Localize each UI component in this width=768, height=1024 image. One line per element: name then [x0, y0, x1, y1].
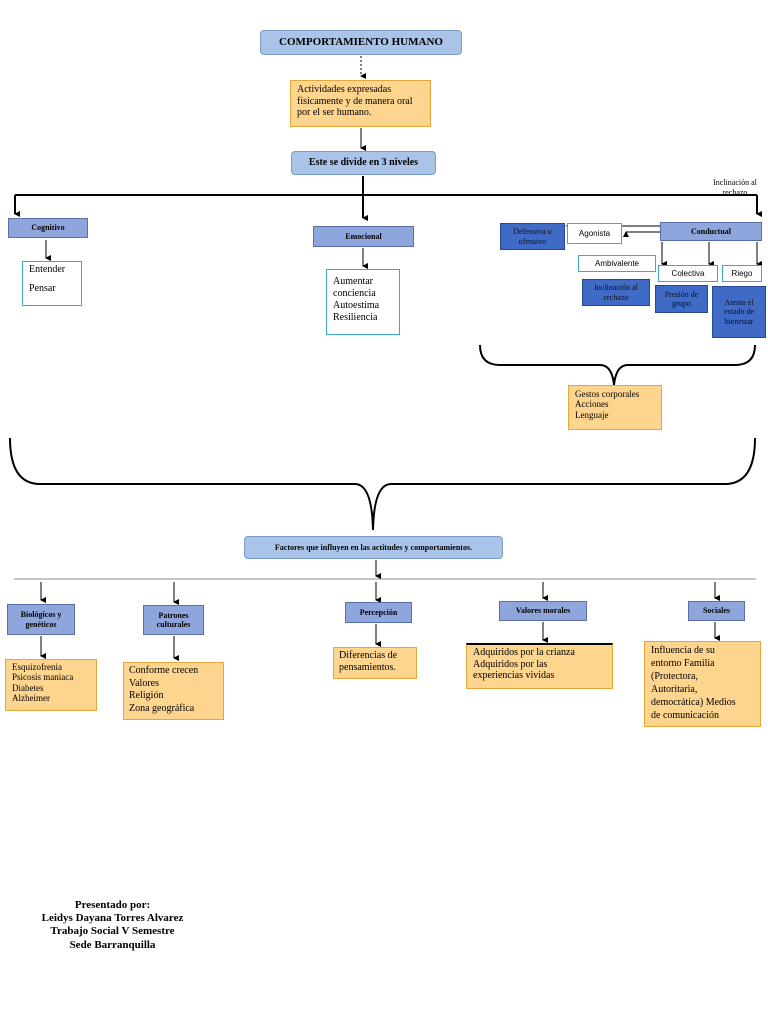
factor-item: Religión	[129, 690, 164, 701]
factor-item: Psicosis maniaca	[12, 672, 74, 683]
factor-item: pensamientos.	[339, 661, 396, 673]
factores-text: Factores que influyen en las actitudes y…	[274, 542, 473, 552]
expresiones-node: Gestos corporales Acciones Lenguaje	[568, 385, 662, 430]
emocional-item: conciencia	[333, 288, 376, 299]
factor-sociales-node: Sociales	[688, 601, 745, 621]
factor-item: Adquiridos por la crianza	[473, 647, 575, 658]
factor-item: Diabetes	[12, 682, 44, 693]
inclinacion-note: Inclinación al rechazo	[706, 178, 764, 197]
factor-percepcion-items: Diferencias de pensamientos.	[333, 647, 417, 679]
title-text: COMPORTAMIENTO HUMANO	[279, 36, 443, 49]
emocional-item: Aumentar	[333, 276, 373, 287]
factor-item: Conforme crecen	[129, 665, 199, 676]
factor-item: de comunicación	[651, 710, 720, 721]
cognitivo-node: Cognitivo	[8, 218, 88, 238]
factor-item: Influencia de su	[651, 645, 715, 656]
cognitivo-items: Entender Pensar	[22, 261, 82, 306]
footer-line: Presentado por:	[74, 899, 151, 911]
factor-item: (Protectora,	[651, 671, 698, 682]
riego-node: Riego	[722, 265, 762, 282]
factor-item: Autoritaria,	[651, 684, 698, 695]
factor-item: Alzheimer	[12, 693, 50, 704]
factor-sociales-items: Influencia de su entorno Familia (Protec…	[644, 641, 761, 727]
factor-valores-items: Adquiridos por la crianza Adquiridos por…	[466, 643, 613, 689]
conductual-label: Conductual	[690, 226, 731, 236]
factor-biologicos-node: Biológicos y genéticos	[7, 604, 75, 635]
factor-label: Biológicos y genéticos	[20, 610, 62, 629]
conductual-node: Conductual	[660, 222, 762, 241]
description-text: Actividades expresadas físicamente y de …	[297, 84, 413, 118]
emocional-items: Aumentar conciencia Autoestima Resilienc…	[326, 269, 400, 335]
factor-label: Sociales	[702, 606, 731, 616]
factor-item: Zona geográfica	[129, 702, 195, 714]
factor-item: democrática) Medios	[651, 697, 736, 708]
factor-label: Percepción	[359, 607, 398, 617]
footer-line: Sede Barranquilla	[69, 938, 156, 951]
inclinacion-note-text: Inclinación al rechazo	[713, 178, 757, 197]
atenta-text: Atenta el estado de bienestar	[724, 298, 754, 326]
colectiva-text: Colectiva	[671, 268, 705, 278]
factor-item: Diferencias de	[339, 650, 398, 661]
colectiva-node: Colectiva	[658, 265, 718, 282]
factores-node: Factores que influyen en las actitudes y…	[244, 536, 503, 559]
factor-item: experiencias vividas	[473, 670, 555, 681]
factor-patrones-node: Patrones culturales	[143, 605, 204, 635]
expresion-item: Gestos corporales	[575, 389, 640, 399]
cognitivo-item: Pensar	[29, 282, 56, 294]
footer-line: Trabajo Social V Semestre	[50, 925, 175, 938]
expresion-item: Lenguaje	[575, 409, 609, 420]
factor-item: Esquizofrenia	[12, 662, 62, 672]
factor-patrones-items: Conforme crecen Valores Religión Zona ge…	[123, 662, 224, 720]
inclinacion-rechazo-text: Inclinación al rechazo	[594, 283, 638, 302]
presion-text: Presión de grupo	[664, 289, 699, 308]
factor-biologicos-items: Esquizofrenia Psicosis maniaca Diabetes …	[5, 659, 97, 711]
factor-label: Patrones culturales	[156, 610, 191, 629]
expresion-item: Acciones	[575, 399, 609, 410]
factor-item: Adquiridos por las	[473, 658, 548, 670]
factor-valores-node: Valores morales	[499, 601, 587, 621]
description-node: Actividades expresadas físicamente y de …	[290, 80, 431, 127]
inclinacion-rechazo-node: Inclinación al rechazo	[582, 279, 650, 306]
levels-text: Este se divide en 3 niveles	[308, 157, 419, 169]
footer-credits: Presentado por: Leidys Dayana Torres Alv…	[20, 899, 205, 952]
agonista-text: Agonista	[578, 228, 611, 238]
presion-node: Presión de grupo	[655, 285, 708, 313]
cognitivo-item: Entender	[29, 264, 66, 275]
agonista-node: Agonista	[567, 223, 622, 244]
factor-item: Valores	[129, 677, 159, 689]
defensiva-text: Defensiva u ofensivo	[513, 227, 552, 246]
emocional-item: Resiliencia	[333, 312, 378, 323]
levels-node: Este se divide en 3 niveles	[291, 151, 436, 175]
title-node: COMPORTAMIENTO HUMANO	[260, 30, 462, 55]
emocional-node: Emocional	[313, 226, 414, 247]
factor-label: Valores morales	[515, 606, 571, 616]
emocional-label: Emocional	[345, 231, 382, 241]
riego-text: Riego	[731, 268, 753, 278]
atenta-node: Atenta el estado de bienestar	[712, 286, 766, 338]
footer-line: Leidys Dayana Torres Alvarez	[41, 912, 184, 925]
factor-percepcion-node: Percepción	[345, 602, 412, 623]
ambivalente-text: Ambivalente	[594, 258, 640, 268]
defensiva-node: Defensiva u ofensivo	[500, 223, 565, 250]
cognitivo-label: Cognitivo	[31, 223, 65, 233]
emocional-item: Autoestima	[333, 300, 380, 311]
ambivalente-node: Ambivalente	[578, 255, 656, 272]
factor-item: entorno Familia	[651, 658, 715, 669]
